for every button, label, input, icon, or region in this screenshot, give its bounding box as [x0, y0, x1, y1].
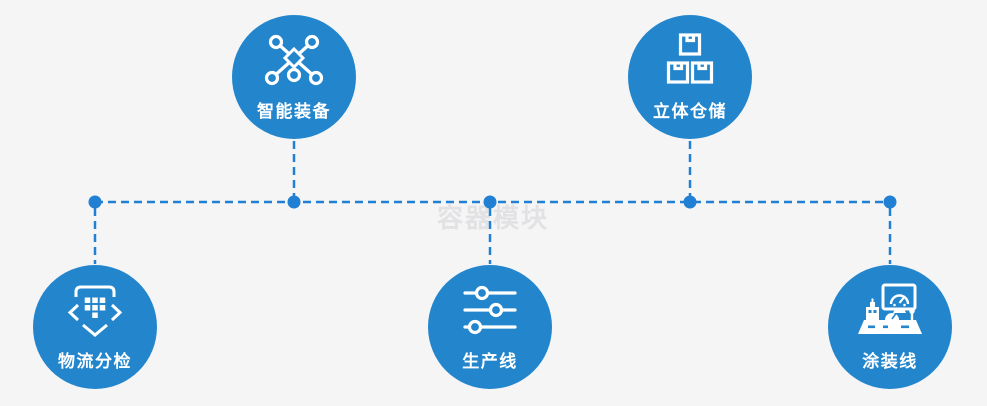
node-label: 智能装备: [257, 102, 331, 121]
connector-dot: [483, 195, 497, 209]
node-smart-equipment[interactable]: 智能装备: [232, 15, 356, 139]
network-nodes-icon: [258, 32, 330, 88]
sorting-grid-arrows-icon: [59, 282, 131, 338]
connector-dot: [883, 195, 897, 209]
connector-dot: [287, 195, 301, 209]
node-painting-line[interactable]: 涂装线: [828, 265, 952, 389]
node-label: 涂装线: [862, 352, 918, 371]
node-label: 生产线: [462, 352, 518, 371]
connector-dot: [683, 195, 697, 209]
sliders-icon: [454, 282, 526, 338]
node-warehouse-storage[interactable]: 立体仓储: [628, 15, 752, 139]
control-station-icon: [854, 282, 926, 338]
node-label: 立体仓储: [653, 102, 727, 121]
node-logistics-sorting[interactable]: 物流分检: [33, 265, 157, 389]
connector-dot: [88, 195, 102, 209]
stacked-boxes-icon: [654, 32, 726, 88]
node-production-line[interactable]: 生产线: [428, 265, 552, 389]
node-label: 物流分检: [58, 352, 132, 371]
